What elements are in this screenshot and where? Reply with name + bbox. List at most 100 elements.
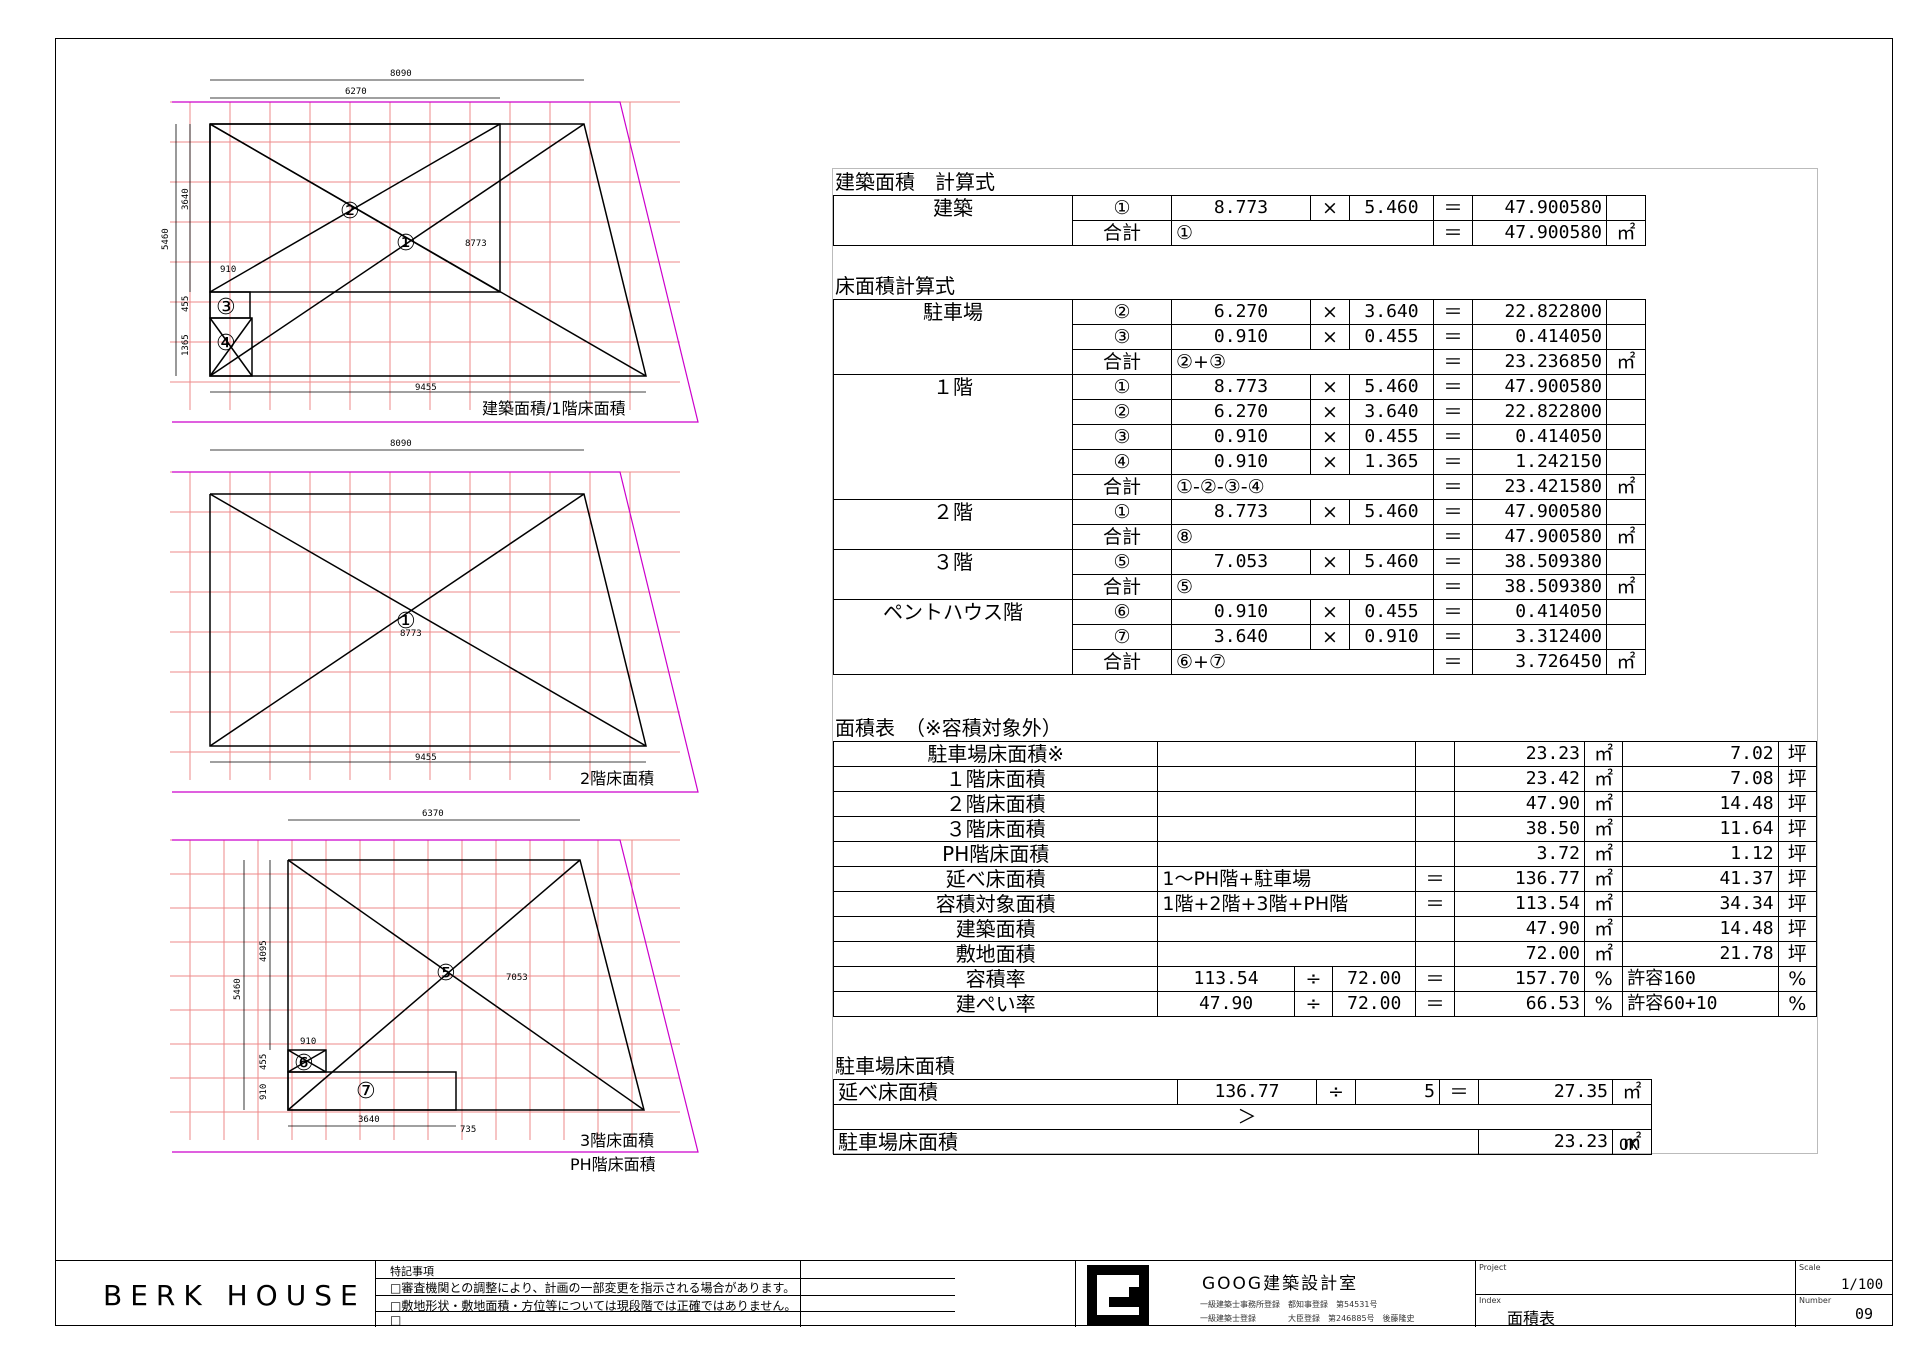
cell-b: 0.455 <box>1349 424 1434 450</box>
cell-unit <box>1606 549 1646 575</box>
cell-tsubo-unit: 坪 <box>1777 816 1818 842</box>
cell-formula: ⑧ <box>1171 524 1434 550</box>
cell-unit: ㎡ <box>1583 891 1624 917</box>
cell-op: × <box>1310 499 1350 525</box>
row-label: ３階 <box>833 549 1073 600</box>
dim-910-top: 910 <box>300 1037 316 1047</box>
cell-value: 47.900580 <box>1472 499 1607 525</box>
cell-formula: 1階+2階+3階+PH階 <box>1157 891 1417 917</box>
cell-eq: ＝ <box>1433 574 1473 600</box>
cell-formula: ⑥+⑦ <box>1171 649 1434 675</box>
area-row: 駐車場床面積※ 23.23 ㎡ 7.02 坪 <box>832 741 1818 767</box>
cell-no: 合計 <box>1072 524 1172 550</box>
cell-unit <box>1606 599 1646 625</box>
cell-formula: ②+③ <box>1171 349 1434 375</box>
dim-7053: 7053 <box>506 973 528 983</box>
cell-tsubo-unit: 坪 <box>1777 866 1818 892</box>
cell-a: 7.053 <box>1171 549 1311 575</box>
cell-no: ⑤ <box>1072 549 1172 575</box>
area-mark-7: ⑦ <box>356 1079 376 1104</box>
dim-9455: 9455 <box>415 753 437 763</box>
drawing-stroke <box>172 471 699 793</box>
cell-tsubo: 14.48 <box>1622 916 1779 942</box>
cell-eq: ＝ <box>1433 624 1473 650</box>
cell-value: 47.900580 <box>1472 524 1607 550</box>
row-label: ペントハウス階 <box>833 599 1073 675</box>
number-label: Number <box>1799 1296 1832 1305</box>
cell-no: 合計 <box>1072 349 1172 375</box>
cell-b: 72.00 <box>1332 966 1417 992</box>
area-row: ２階床面積 47.90 ㎡ 14.48 坪 <box>832 791 1818 817</box>
area-mark-3: ③ <box>216 295 236 320</box>
cell-b: 3.640 <box>1349 399 1434 425</box>
cell-unit <box>1606 399 1646 425</box>
cell-unit: ㎡ <box>1612 1129 1652 1155</box>
cell-unit: ㎡ <box>1606 574 1646 600</box>
cell-formula <box>1157 791 1417 817</box>
dim-4095: 4095 <box>259 940 269 962</box>
cell-tsubo: 許容60+10 <box>1622 991 1779 1017</box>
cell-value: 23.421580 <box>1472 474 1607 500</box>
plan3-caption-ph: PH階床面積 <box>570 1155 656 1174</box>
cell-unit: ㎡ <box>1583 741 1624 767</box>
cell-a: 8.773 <box>1171 499 1311 525</box>
row-label: ３階床面積 <box>832 816 1159 842</box>
note-1: □審査機関との調整により、計画の一部変更を指示される場合があります。 <box>390 1281 796 1295</box>
drawing-stroke <box>287 859 581 1111</box>
cell-unit: ㎡ <box>1606 349 1646 375</box>
cell-eq <box>1415 816 1455 842</box>
cell-eq <box>1415 841 1455 867</box>
notes-heading: 特記事項 <box>390 1265 434 1278</box>
drawing-stroke <box>209 123 647 377</box>
cell-a: 8.773 <box>1171 195 1311 221</box>
office-name: GOOG建築設計室 <box>1202 1274 1359 1294</box>
cell-eq: ＝ <box>1433 299 1473 325</box>
cell-a: 6.270 <box>1171 299 1311 325</box>
cell-op: × <box>1310 599 1350 625</box>
cell-no: 合計 <box>1072 574 1172 600</box>
cell-tsubo-unit: 坪 <box>1777 941 1818 967</box>
drawing-stroke: 8090 8773 9455 <box>390 439 437 763</box>
cell-no: ⑥ <box>1072 599 1172 625</box>
cell-b: 0.910 <box>1349 624 1434 650</box>
cell-unit <box>1606 374 1646 400</box>
cell-value: 47.900580 <box>1472 374 1607 400</box>
dim-455: 455 <box>259 1054 269 1070</box>
dim-3640: 3640 <box>181 188 191 210</box>
registration-2: 一級建築士登録 大臣登録 第246885号 後藤隆史 <box>1200 1314 1415 1323</box>
cell-eq: ＝ <box>1433 349 1473 375</box>
cell-unit: ㎡ <box>1583 941 1624 967</box>
drawing-stroke <box>172 839 699 1153</box>
row-label: 敷地面積 <box>832 941 1159 967</box>
cell-unit <box>1606 449 1646 475</box>
cell-eq: ＝ <box>1433 324 1473 350</box>
cell-unit: ㎡ <box>1583 866 1624 892</box>
cell-a: 6.270 <box>1171 399 1311 425</box>
drawing-sheet <box>55 38 1893 1326</box>
cell-value: 47.90 <box>1453 916 1585 942</box>
cell-a: 0.910 <box>1171 424 1311 450</box>
drawing-stroke <box>170 839 680 1140</box>
drawing-stroke <box>209 493 647 747</box>
cell-value: 3.312400 <box>1472 624 1607 650</box>
scale-label: Scale <box>1799 1263 1821 1272</box>
cell-tsubo-unit: 坪 <box>1777 841 1818 867</box>
floor-row: 合計 ⑤＝ 38.509380 ㎡ <box>834 574 1646 600</box>
drawing-stroke <box>287 859 645 1111</box>
cell-b: 5.460 <box>1349 549 1434 575</box>
row-label: 駐車場 <box>833 299 1073 375</box>
floor-row: ⑦ 3.640 × 0.910＝ 3.312400 <box>834 624 1646 650</box>
cell-formula: ① <box>1171 220 1434 246</box>
cell-no: ③ <box>1072 324 1172 350</box>
cell-no: ① <box>1072 499 1172 525</box>
dim-735: 735 <box>460 1125 476 1135</box>
drawing-stroke <box>209 123 501 293</box>
cell-formula <box>1157 816 1417 842</box>
cell-eq: ＝ <box>1433 524 1473 550</box>
dim-6370: 6370 <box>422 809 444 819</box>
cell-a: 0.910 <box>1171 449 1311 475</box>
